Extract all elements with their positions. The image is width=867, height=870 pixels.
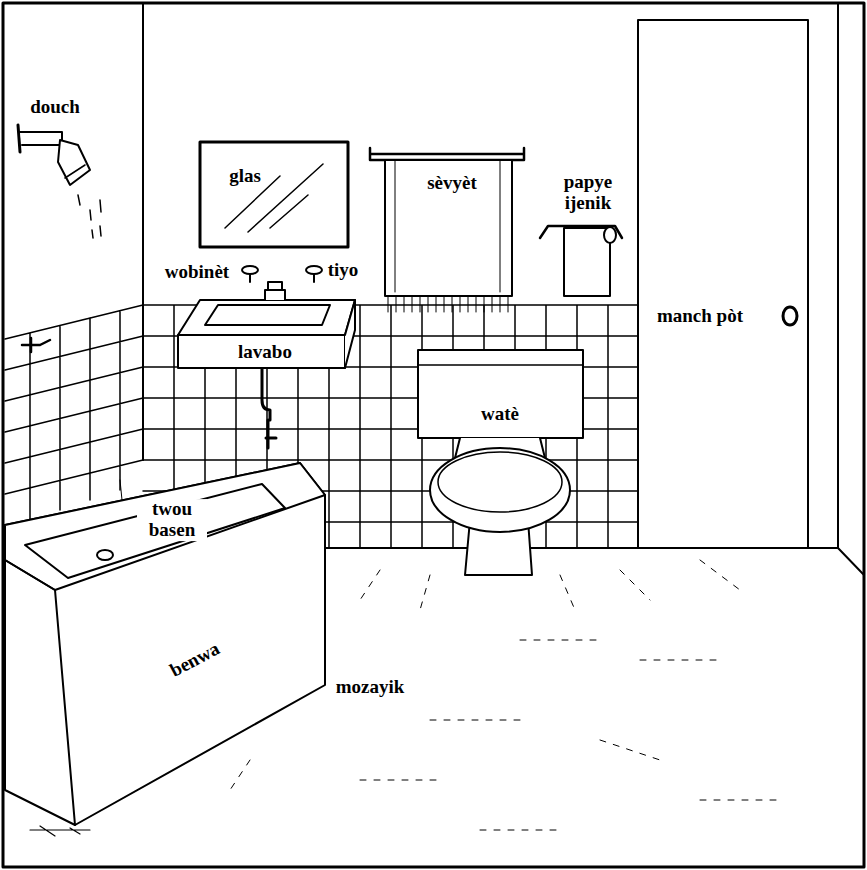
tap-label: tiyo — [326, 260, 361, 281]
paper-holder — [540, 226, 622, 296]
shower-label: douch — [28, 97, 82, 118]
faucet-label: wobinèt — [163, 262, 231, 283]
sink — [178, 266, 355, 448]
knob-label: manch pòt — [655, 306, 745, 327]
door — [638, 20, 808, 548]
tub-valve — [22, 338, 50, 352]
wall-tiles — [5, 305, 143, 520]
toilet-label: watè — [479, 404, 521, 425]
floor-label: mozayik — [334, 677, 407, 698]
mirror — [200, 142, 348, 247]
toilet — [418, 350, 583, 575]
shower-head — [18, 125, 101, 238]
mirror-label: glas — [227, 166, 263, 187]
towel-label: sèvyèt — [425, 173, 479, 194]
sink-label: lavabo — [236, 342, 294, 363]
frame — [3, 3, 864, 867]
tub-label: benwa — [165, 637, 225, 682]
bathtub — [5, 463, 325, 825]
towel — [370, 148, 524, 312]
tub-basin-label: twou basen — [137, 499, 207, 541]
door-knob — [783, 307, 797, 325]
paper-label: papye ijenik — [550, 172, 626, 214]
signature — [30, 826, 90, 836]
